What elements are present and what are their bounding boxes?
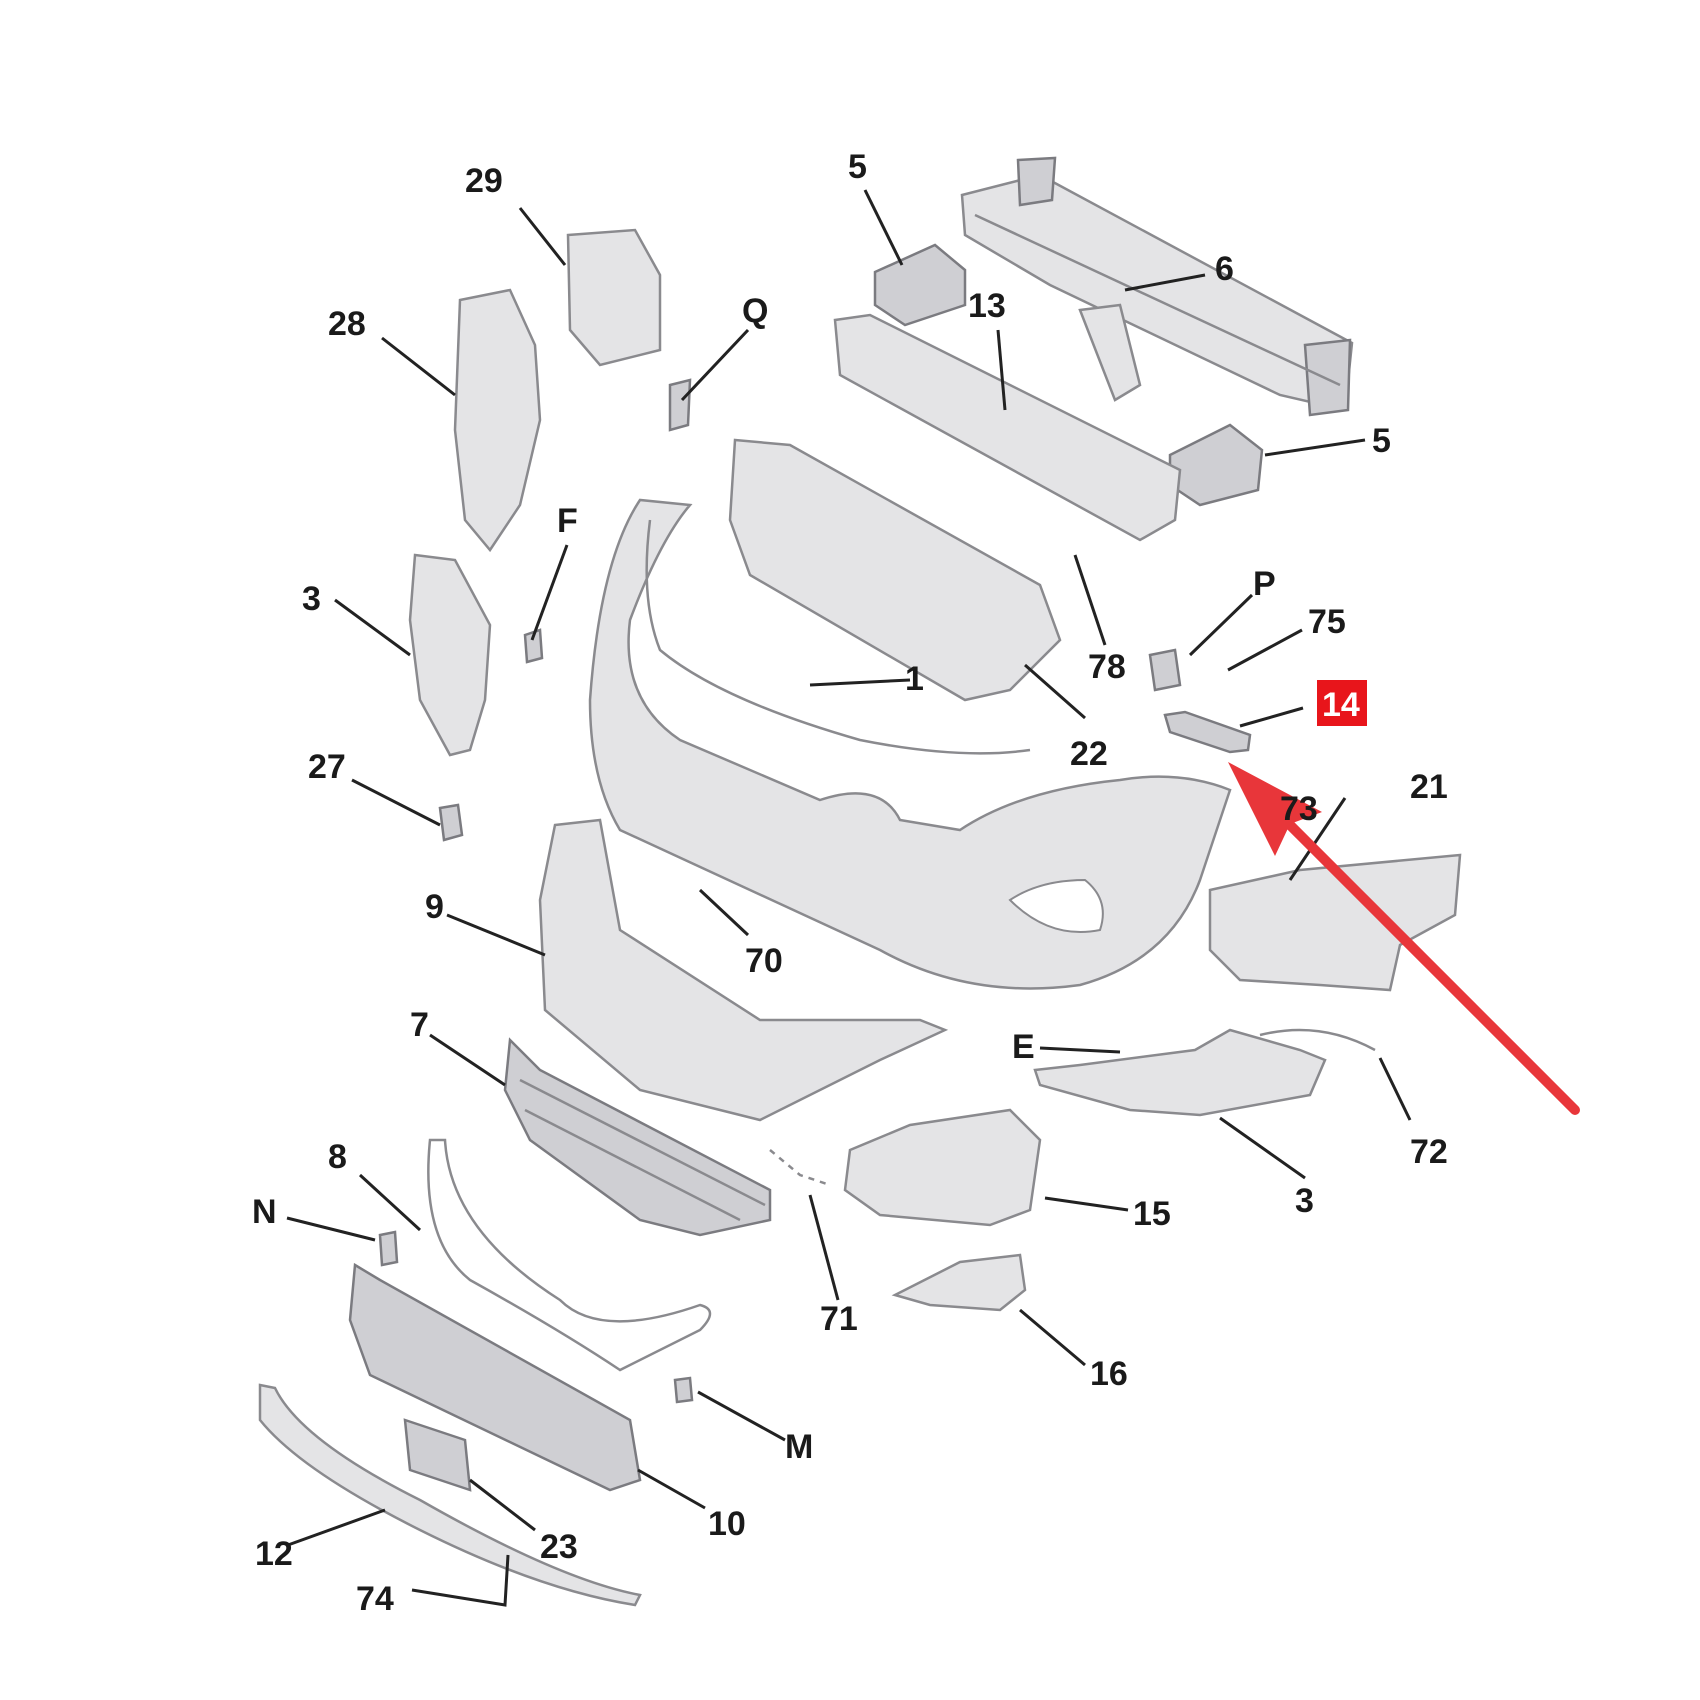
callout-9: 9 [425,888,444,926]
callout-75: 75 [1308,603,1346,641]
callout-27: 27 [308,748,346,786]
callout-1: 1 [905,660,924,698]
part-air-duct-lower [453,288,542,553]
callout-15: 15 [1133,1195,1171,1233]
callout-q: Q [742,292,768,330]
part-bracket-left [873,243,967,327]
callout-14: 14 [1322,686,1360,724]
part-wheel-arch-liner [1208,853,1462,992]
part-lower-grille-panel [348,1262,642,1492]
callout-70: 70 [745,942,783,980]
part-absorber [833,313,1182,542]
red-pointer-arrow [1228,762,1580,1115]
part-fog-bezel [891,1253,1027,1312]
callout-8: 8 [328,1138,347,1176]
callout-n: N [252,1193,277,1231]
part-wire-72 [1259,1028,1376,1052]
callout-29: 29 [465,162,503,200]
callout-71: 71 [820,1300,858,1338]
callout-23: 23 [540,1528,578,1566]
callout-e: E [1012,1028,1035,1066]
part-clip-q [668,378,692,432]
callout-78: 78 [1088,648,1126,686]
part-wire-71 [769,1149,831,1187]
part-chrome-frame [427,1138,712,1372]
part-clip-n [378,1230,399,1267]
part-bracket-right [1168,423,1264,507]
part-impact-beam [960,156,1354,417]
callout-72: 72 [1410,1133,1448,1171]
callout-p: P [1253,565,1276,603]
callout-5-lower: 5 [1372,422,1391,460]
callout-16: 16 [1090,1355,1128,1393]
callout-f: F [557,502,578,540]
part-side-bracket-left [408,553,492,757]
callout-labels: 29 28 5 6 13 Q 5 F 3 1 22 78 P 75 14 27 … [252,148,1448,1618]
part-lower-grille-surround [538,818,949,1122]
part-bracket-14 [1163,710,1252,754]
callout-5-upper: 5 [848,148,867,186]
callout-73-partial: 73 [1280,790,1318,828]
callout-7: 7 [410,1006,429,1044]
part-mesh-grille [503,1037,772,1237]
callout-22: 22 [1070,735,1108,773]
callout-3-left: 3 [302,580,321,618]
callout-13: 13 [968,287,1006,325]
part-clip-27 [438,803,464,842]
part-air-duct-upper [566,228,662,367]
callout-10: 10 [708,1505,746,1543]
leader-lines [286,189,1412,1607]
part-lower-spoiler [258,1383,642,1607]
callout-12: 12 [255,1535,293,1573]
callout-28: 28 [328,305,366,343]
part-grille-carrier [728,438,1062,702]
part-bumper-cover [588,498,1232,990]
part-lower-strip [1033,1028,1327,1117]
callout-74: 74 [356,1580,394,1618]
part-fog-lamp-housing [843,1108,1042,1227]
callout-m: M [785,1428,813,1466]
callout-6: 6 [1215,250,1234,288]
part-clip-p [1148,648,1182,692]
callout-3-lower: 3 [1295,1182,1314,1220]
highlight-box-14 [1317,680,1367,726]
part-plate-23 [403,1418,472,1492]
callout-21: 21 [1410,768,1448,806]
part-clip-m [673,1376,694,1404]
